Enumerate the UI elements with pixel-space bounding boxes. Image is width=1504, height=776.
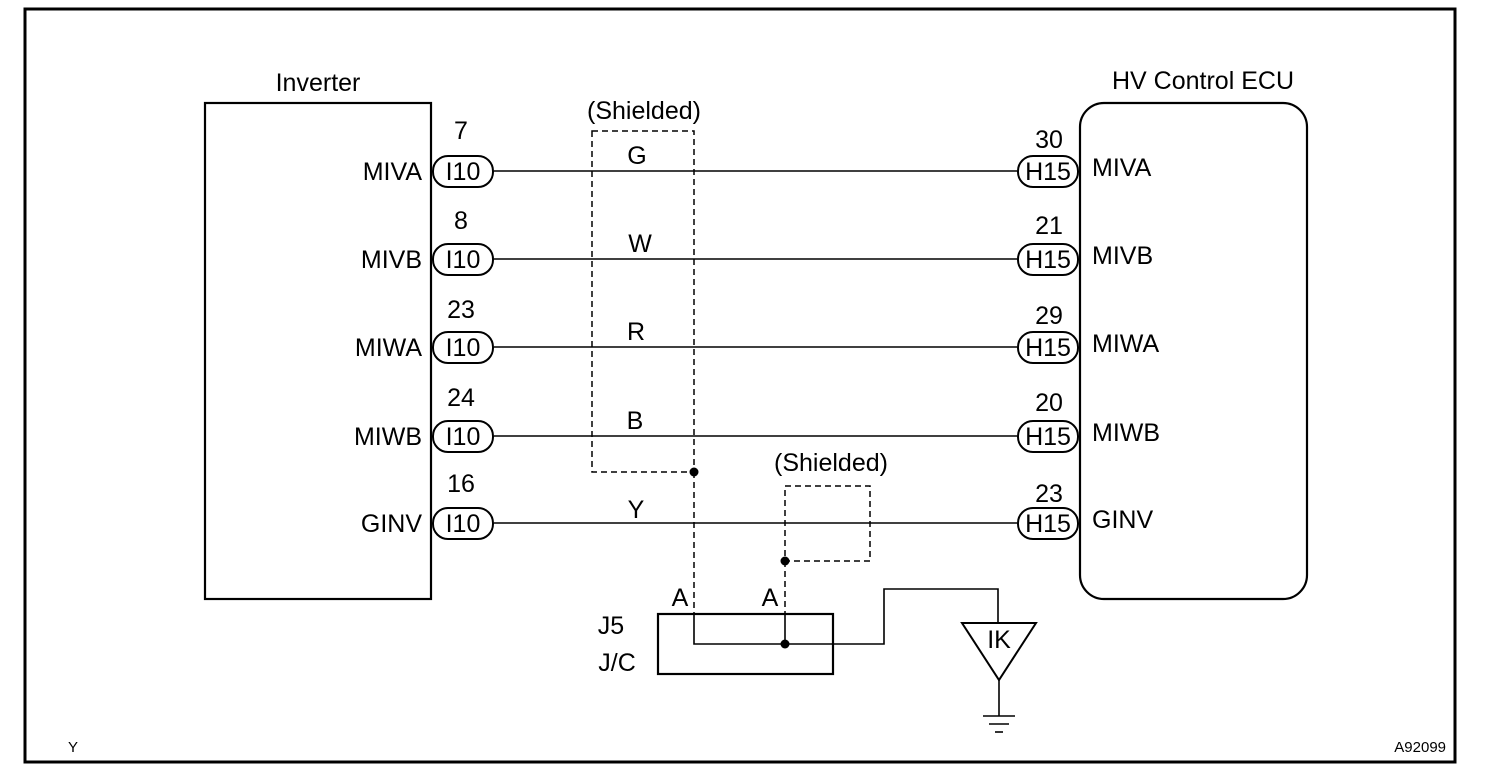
inverter-signal-label: MIVB bbox=[361, 246, 422, 274]
inverter-pin-number: 16 bbox=[447, 470, 475, 498]
jc-id: J5 bbox=[598, 612, 624, 640]
ecu-connector-pill bbox=[1017, 243, 1079, 276]
wire-color-code: B bbox=[627, 407, 644, 435]
ecu-signal-label: MIVA bbox=[1092, 154, 1152, 182]
inverter-signal-label: MIVA bbox=[363, 158, 423, 186]
diagram-frame bbox=[23, 7, 1457, 764]
ecu-label: HV Control ECU bbox=[1112, 67, 1294, 95]
ecu-pin-number: 30 bbox=[1035, 126, 1063, 154]
ecu-signal-label: GINV bbox=[1092, 506, 1153, 534]
ecu-connector-pill bbox=[1017, 331, 1079, 364]
inverter-connector-pill bbox=[432, 155, 494, 188]
inverter-label: Inverter bbox=[276, 69, 361, 97]
wire-color-code: W bbox=[628, 230, 652, 258]
ground-point-label: IK bbox=[987, 626, 1011, 654]
inverter-connector-code: I10 bbox=[446, 246, 481, 274]
inverter-connector-code: I10 bbox=[446, 423, 481, 451]
ecu-connector-pill bbox=[1017, 420, 1079, 453]
ecu-pin-number: 29 bbox=[1035, 302, 1063, 330]
ecu-connector-pill bbox=[1017, 155, 1079, 188]
inverter-pin-number: 23 bbox=[447, 296, 475, 324]
ecu-signal-label: MIWA bbox=[1092, 330, 1159, 358]
ecu-pin-number: 23 bbox=[1035, 480, 1063, 508]
inverter-connector-pill bbox=[432, 420, 494, 453]
shield-junction-dot-main bbox=[689, 467, 699, 477]
wire-color-code: Y bbox=[628, 496, 645, 524]
ecu-pin-number: 21 bbox=[1035, 212, 1063, 240]
jc-label: J/C bbox=[598, 649, 636, 677]
ecu-connector-pill bbox=[1017, 507, 1079, 540]
inverter-signal-label: MIWB bbox=[354, 423, 422, 451]
inverter-pin-number: 7 bbox=[454, 117, 468, 145]
inverter-signal-label: GINV bbox=[361, 510, 422, 538]
ecu-signal-label: MIWB bbox=[1092, 419, 1160, 447]
inverter-connector-code: I10 bbox=[446, 510, 481, 538]
wire-color-code: G bbox=[627, 142, 646, 170]
ecu-pin-number: 20 bbox=[1035, 389, 1063, 417]
ecu-connector-code: H15 bbox=[1025, 246, 1071, 274]
inverter-signal-label: MIWA bbox=[355, 334, 422, 362]
ecu-box bbox=[1078, 101, 1309, 601]
shield-label-main: (Shielded) bbox=[587, 97, 701, 125]
corner-code-right: A92099 bbox=[1394, 739, 1446, 756]
inverter-connector-code: I10 bbox=[446, 158, 481, 186]
corner-code-left: Y bbox=[68, 739, 78, 756]
inverter-connector-pill bbox=[432, 507, 494, 540]
ecu-connector-code: H15 bbox=[1025, 334, 1071, 362]
jc-internal-wire bbox=[693, 588, 999, 645]
jc-pin-left: A bbox=[672, 584, 689, 612]
wire-color-code: R bbox=[627, 318, 645, 346]
inverter-connector-code: I10 bbox=[446, 334, 481, 362]
shield-junction-dot-ginv bbox=[780, 556, 790, 566]
ecu-connector-code: H15 bbox=[1025, 510, 1071, 538]
jc-pin-right: A bbox=[762, 584, 779, 612]
ecu-signal-label: MIVB bbox=[1092, 242, 1153, 270]
ecu-connector-code: H15 bbox=[1025, 423, 1071, 451]
inverter-connector-pill bbox=[432, 243, 494, 276]
shield-box-main bbox=[591, 130, 695, 473]
inverter-connector-pill bbox=[432, 331, 494, 364]
ground-point-triangle bbox=[960, 622, 1038, 682]
shield-label-ginv: (Shielded) bbox=[774, 449, 888, 477]
ecu-connector-code: H15 bbox=[1025, 158, 1071, 186]
inverter-box bbox=[203, 101, 433, 601]
jc-junction-dot bbox=[780, 639, 790, 649]
inverter-pin-number: 8 bbox=[454, 207, 468, 235]
inverter-pin-number: 24 bbox=[447, 384, 475, 412]
